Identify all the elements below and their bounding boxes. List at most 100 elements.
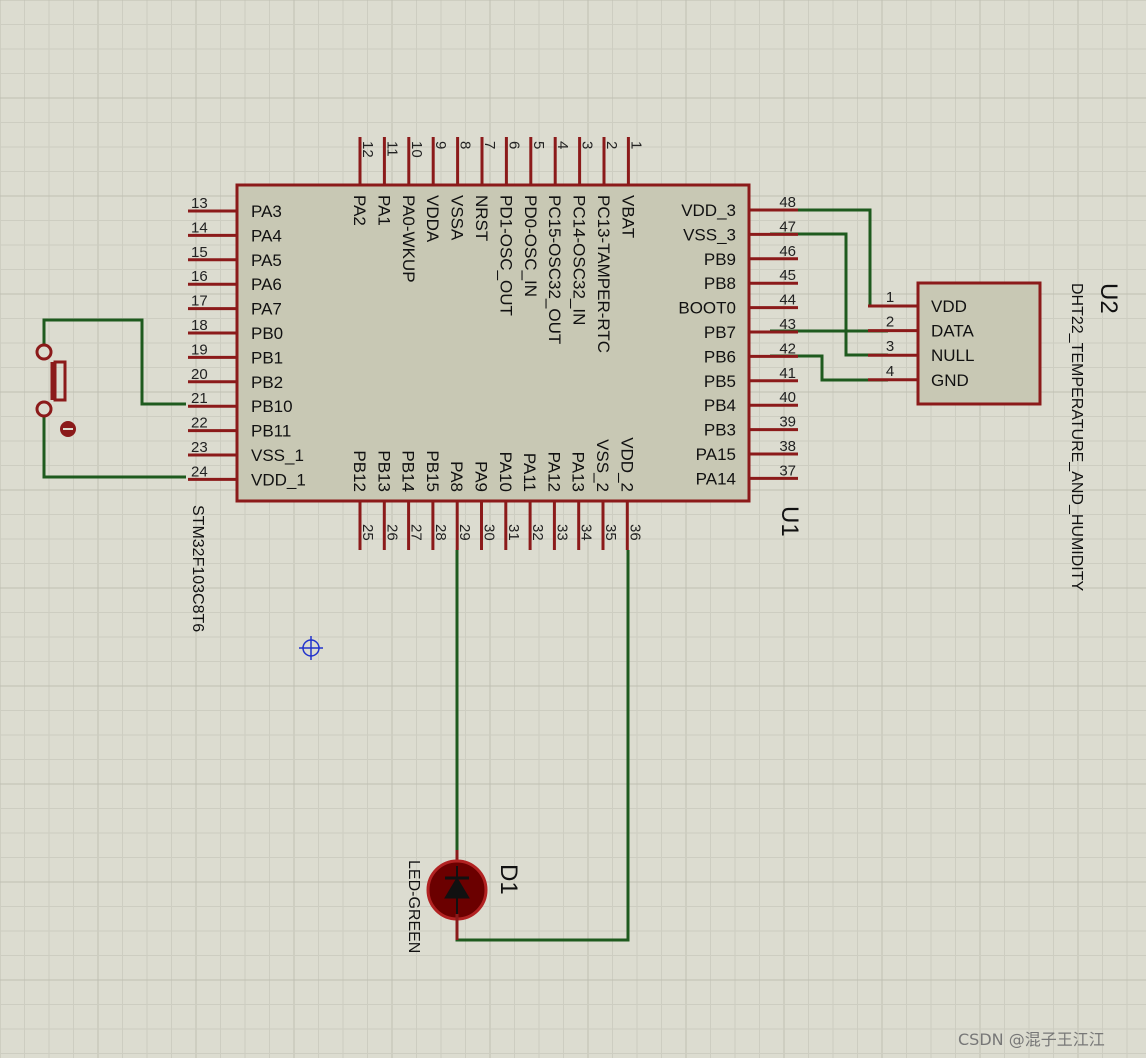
u1-pin-name: PB9 bbox=[704, 250, 736, 269]
u1-ref-label: U1 bbox=[776, 506, 803, 537]
u1-pin-number: 26 bbox=[383, 524, 400, 541]
u1-part-label: STM32F103C8T6 bbox=[189, 505, 206, 632]
u1-pin-name: VDD_3 bbox=[681, 201, 736, 220]
u1-pin-number: 27 bbox=[408, 524, 425, 541]
u1-body[interactable] bbox=[235, 183, 751, 503]
u1-pin-name: PC13-TAMPER-RTC bbox=[594, 195, 613, 353]
u1-pin-number: 35 bbox=[602, 524, 619, 541]
u1-pin-number: 2 bbox=[603, 141, 620, 149]
u1-pin-number: 16 bbox=[191, 268, 208, 285]
wire-pb10-switch[interactable] bbox=[42, 318, 186, 406]
u1-pin-name: PB12 bbox=[350, 450, 369, 492]
u1-pin-name: VSS_1 bbox=[251, 446, 304, 465]
u1-pin-name: PA6 bbox=[251, 275, 282, 294]
u1-pin-number: 14 bbox=[191, 219, 208, 236]
d1-part-label: LED-GREEN bbox=[405, 860, 422, 953]
u1-pin-name: PC15-OSC32_OUT bbox=[545, 195, 564, 344]
u1-pin-name: VDDA bbox=[423, 195, 442, 243]
watermark: CSDN @混子王江江 bbox=[958, 1030, 1105, 1049]
u1-pin-number: 19 bbox=[191, 341, 208, 358]
u1-pin-name: PA13 bbox=[569, 452, 588, 492]
u1-pin-number: 31 bbox=[505, 524, 522, 541]
u1-pin-number: 29 bbox=[456, 524, 473, 541]
u1-pin-name: PD1-OSC_OUT bbox=[496, 195, 515, 316]
u1-pin-name: PA15 bbox=[696, 445, 736, 464]
u1-pin-name: VDD_2 bbox=[617, 437, 636, 492]
u1-pin-number: 22 bbox=[191, 415, 208, 432]
u1-pin-name: VDD_1 bbox=[251, 470, 306, 489]
u1-pin-name: PA5 bbox=[251, 251, 282, 270]
u1-pin-number: 45 bbox=[779, 267, 796, 284]
u1-pin-name: PB7 bbox=[704, 323, 736, 342]
u1-pin-name: VBAT bbox=[618, 195, 637, 238]
push-button-switch[interactable] bbox=[35, 343, 76, 437]
u2-body[interactable] bbox=[916, 281, 1042, 406]
u2-pin-name: VDD bbox=[931, 297, 967, 316]
u1-pin-name: PA0-WKUP bbox=[399, 195, 418, 283]
u2-pin-number: 4 bbox=[886, 363, 894, 380]
u1-pin-name: PC14-OSC32_IN bbox=[570, 195, 589, 325]
u1-pin-name: BOOT0 bbox=[678, 299, 736, 318]
u1-pin-number: 48 bbox=[779, 194, 796, 211]
u1-pin-number: 13 bbox=[191, 195, 208, 212]
u1-pin-number: 15 bbox=[191, 244, 208, 261]
u1-pin-number: 3 bbox=[579, 141, 596, 149]
u1-pin-number: 46 bbox=[779, 243, 796, 260]
u1-pin-number: 6 bbox=[505, 141, 522, 149]
u2-pin-number: 1 bbox=[886, 289, 894, 306]
u1-pin-number: 23 bbox=[191, 439, 208, 456]
u1-pin-name: VSSA bbox=[448, 195, 467, 241]
u1-pin-number: 4 bbox=[554, 141, 571, 149]
u1-pin-number: 40 bbox=[779, 389, 796, 406]
u1-pin-name: PB4 bbox=[704, 396, 736, 415]
u1-pin-name: PB1 bbox=[251, 348, 283, 367]
u2-pin-number: 2 bbox=[886, 314, 894, 331]
switch-plunger bbox=[53, 360, 67, 402]
d1-ref-label: D1 bbox=[495, 864, 522, 895]
u1-pin-name: PD0-OSC_IN bbox=[521, 195, 540, 297]
u1-pin-number: 42 bbox=[779, 340, 796, 357]
u1-pin-number: 24 bbox=[191, 463, 208, 480]
u1-pin-number: 37 bbox=[779, 462, 796, 479]
u1-pin-name: VSS_3 bbox=[683, 225, 736, 244]
led-d1[interactable] bbox=[426, 850, 488, 940]
u1-pin-number: 9 bbox=[432, 141, 449, 149]
u1-pin-name: PB15 bbox=[423, 450, 442, 492]
u1-pin-number: 11 bbox=[383, 141, 400, 157]
u1-pin-number: 12 bbox=[359, 141, 376, 158]
wire-vdd1-switch[interactable] bbox=[42, 416, 186, 479]
u1-pin-name: PB6 bbox=[704, 347, 736, 366]
u1-pin-name: PB8 bbox=[704, 274, 736, 293]
u1-pin-number: 44 bbox=[779, 292, 796, 309]
u1-pin-name: PA1 bbox=[374, 195, 393, 226]
u1-pin-number: 17 bbox=[191, 293, 208, 310]
u1-pin-name: PA4 bbox=[251, 226, 282, 245]
u1-pin-name: PA2 bbox=[350, 195, 369, 226]
wire-vss3-dht-null[interactable] bbox=[770, 232, 888, 357]
u1-pin-name: PB3 bbox=[704, 421, 736, 440]
u2-part-label: DHT22_TEMPERATURE_AND_HUMIDITY bbox=[1068, 283, 1085, 592]
u1-pin-number: 32 bbox=[529, 524, 546, 541]
u1-pin-name: PA14 bbox=[696, 469, 736, 488]
u1-pin-number: 7 bbox=[481, 141, 498, 149]
u1-pin-name: PA11 bbox=[520, 453, 539, 492]
u1-pin-number: 33 bbox=[553, 524, 570, 541]
u1-pin-name: PA10 bbox=[496, 452, 515, 492]
u1-pin-name: PA12 bbox=[544, 452, 563, 492]
u1-pin-name: PA3 bbox=[251, 202, 282, 221]
switch-terminal-top bbox=[35, 343, 53, 361]
u1-pin-name: PB13 bbox=[374, 450, 393, 492]
u1-pin-number: 43 bbox=[779, 316, 796, 333]
u1-pin-name: PB14 bbox=[399, 450, 418, 492]
u1-pin-number: 1 bbox=[627, 141, 644, 149]
u1-pin-number: 41 bbox=[779, 365, 796, 382]
u1-pin-number: 21 bbox=[191, 390, 208, 407]
u1-pin-number: 34 bbox=[578, 524, 595, 541]
switch-terminal-bottom bbox=[35, 400, 53, 418]
u2-ref-label: U2 bbox=[1095, 283, 1122, 314]
u1-pin-number: 39 bbox=[779, 414, 796, 431]
u1-pin-name: PB11 bbox=[251, 422, 291, 441]
